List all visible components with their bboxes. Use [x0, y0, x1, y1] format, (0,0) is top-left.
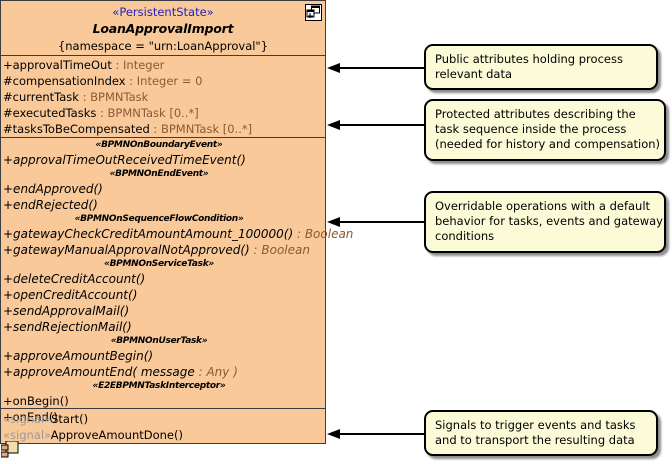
connector-public-attributes	[340, 67, 424, 69]
attribute-type: : BPMNTask [0..*]	[96, 106, 199, 120]
attribute-name: #currentTask	[3, 90, 79, 104]
attribute-name: #compensationIndex	[3, 74, 126, 88]
signal-stereotype: «signal»	[3, 412, 52, 426]
note-line: Protected attributes describing the	[435, 107, 636, 121]
attribute-row[interactable]: +approvalTimeOut : Integer	[3, 57, 325, 73]
operation-group-stereotype: «BPMNOnServiceTask»	[104, 259, 214, 269]
connector-protected-attributes	[340, 124, 424, 126]
arrowhead-public-attributes	[327, 63, 340, 73]
note-line: (needed for history and compensation)	[435, 137, 661, 151]
operation-group-stereotype: «E2EBPMNTaskInterceptor»	[92, 381, 226, 391]
attribute-row[interactable]: #executedTasks : BPMNTask [0..*]	[3, 105, 325, 121]
operation-signature: +approveAmountEnd( message	[3, 365, 195, 379]
operation-signature: +gatewayCheckCreditAmountAmount_100000()	[3, 227, 294, 241]
signal-name: ApproveAmountDone()	[50, 428, 183, 442]
connector-signals	[340, 433, 424, 435]
operation-signature: +endRejected()	[3, 198, 98, 212]
operation-signature: +approveAmountBegin()	[3, 349, 154, 363]
operation-signature: +gatewayManualApprovalNotApproved()	[3, 243, 250, 257]
operation-signature: +sendRejectionMail()	[3, 320, 132, 334]
class-diagram-icon[interactable]	[305, 4, 322, 21]
signals-compartment: «signal»Start()«signal»ApproveAmountDone…	[1, 408, 325, 445]
note-line: Overridable operations with a default	[435, 199, 651, 213]
attribute-type: : Integer	[111, 58, 165, 72]
operation-row[interactable]: +openCreditAccount()	[3, 287, 325, 303]
operation-return-type: : Any )	[194, 365, 238, 379]
note-line: conditions	[435, 229, 495, 243]
signal-row[interactable]: «signal»Start()	[3, 411, 325, 427]
operation-group-stereotype: «BPMNOnUserTask»	[110, 336, 208, 346]
uml-class-box[interactable]: «PersistentState» LoanApprovalImport {na…	[0, 0, 353, 445]
arrowhead-overridable-operations	[327, 217, 340, 227]
attribute-name: +approvalTimeOut	[3, 58, 112, 72]
operation-signature: +openCreditAccount()	[3, 288, 138, 302]
operation-row[interactable]: +onBegin()	[3, 393, 325, 409]
operation-row[interactable]: +gatewayManualApprovalNotApproved() : Bo…	[3, 242, 325, 258]
note-line: and to transport the resulting data	[435, 433, 635, 447]
operation-return-type: : Boolean	[293, 227, 354, 241]
operation-row[interactable]: +approvalTimeOutReceivedTimeEvent()	[3, 152, 325, 168]
operation-group-stereotype: «BPMNOnSequenceFlowCondition»	[74, 214, 244, 224]
connector-overridable-operations	[340, 221, 424, 223]
attribute-type: : BPMNTask [0..*]	[149, 122, 253, 136]
operation-signature: +deleteCreditAccount()	[3, 272, 146, 286]
note-line: task sequence inside the process	[435, 122, 627, 136]
operation-row[interactable]: +sendRejectionMail()	[3, 319, 325, 335]
component-icon[interactable]	[1, 441, 21, 461]
attribute-row[interactable]: #compensationIndex : Integer = 0	[3, 73, 325, 89]
operations-compartment: «BPMNOnBoundaryEvent» +approvalTimeOutRec…	[1, 137, 353, 424]
signal-row[interactable]: «signal»ApproveAmountDone()	[3, 427, 325, 443]
attributes-compartment: +approvalTimeOut : Integer#compensationI…	[1, 55, 325, 137]
signal-stereotype: «signal»	[3, 428, 51, 442]
class-stereotype: «PersistentState»	[112, 5, 214, 19]
operation-row[interactable]: +onEnd()	[3, 409, 325, 425]
arrowhead-protected-attributes	[327, 120, 340, 130]
operation-group-stereotype: «BPMNOnBoundaryEvent»	[95, 140, 223, 150]
operation-row[interactable]: +approveAmountEnd( message : Any )	[3, 364, 325, 380]
operation-row[interactable]: +approveAmountBegin()	[3, 348, 325, 364]
attribute-row[interactable]: #tasksToBeCompensated : BPMNTask [0..*]	[3, 121, 325, 137]
class-header: «PersistentState» LoanApprovalImport {na…	[1, 1, 325, 55]
class-name: LoanApprovalImport	[92, 21, 234, 36]
attribute-row[interactable]: #currentTask : BPMNTask	[3, 89, 325, 105]
operation-signature: +onBegin()	[3, 394, 69, 408]
operation-signature: +approvalTimeOutReceivedTimeEvent()	[3, 153, 246, 167]
operation-row[interactable]: +endRejected()	[3, 197, 325, 213]
operation-return-type: : Boolean	[249, 243, 310, 257]
attribute-type: : BPMNTask	[78, 90, 149, 104]
note-line: Public attributes holding process	[435, 52, 623, 66]
class-tagged-value: {namespace = "urn:LoanApproval"}	[57, 39, 269, 53]
operation-group-stereotype: «BPMNOnEndEvent»	[109, 169, 209, 179]
operation-signature: +onEnd()	[3, 410, 58, 424]
attribute-name: #tasksToBeCompensated	[3, 122, 150, 136]
arrowhead-signals	[327, 429, 340, 439]
operation-row[interactable]: +sendApprovalMail()	[3, 303, 325, 319]
operation-signature: +sendApprovalMail()	[3, 304, 130, 318]
signal-name: Start()	[51, 412, 89, 426]
note-line: relevant data	[435, 67, 513, 81]
note-line: Signals to trigger events and tasks	[435, 418, 636, 432]
attribute-name: #executedTasks	[3, 106, 97, 120]
operation-row[interactable]: +endApproved()	[3, 181, 325, 197]
attribute-type: : Integer = 0	[125, 74, 203, 88]
note-line: behavior for tasks, events and gateway	[435, 214, 663, 228]
operation-signature: +endApproved()	[3, 182, 103, 196]
operation-row[interactable]: +deleteCreditAccount()	[3, 271, 325, 287]
operation-row[interactable]: +gatewayCheckCreditAmountAmount_100000()…	[3, 226, 353, 242]
